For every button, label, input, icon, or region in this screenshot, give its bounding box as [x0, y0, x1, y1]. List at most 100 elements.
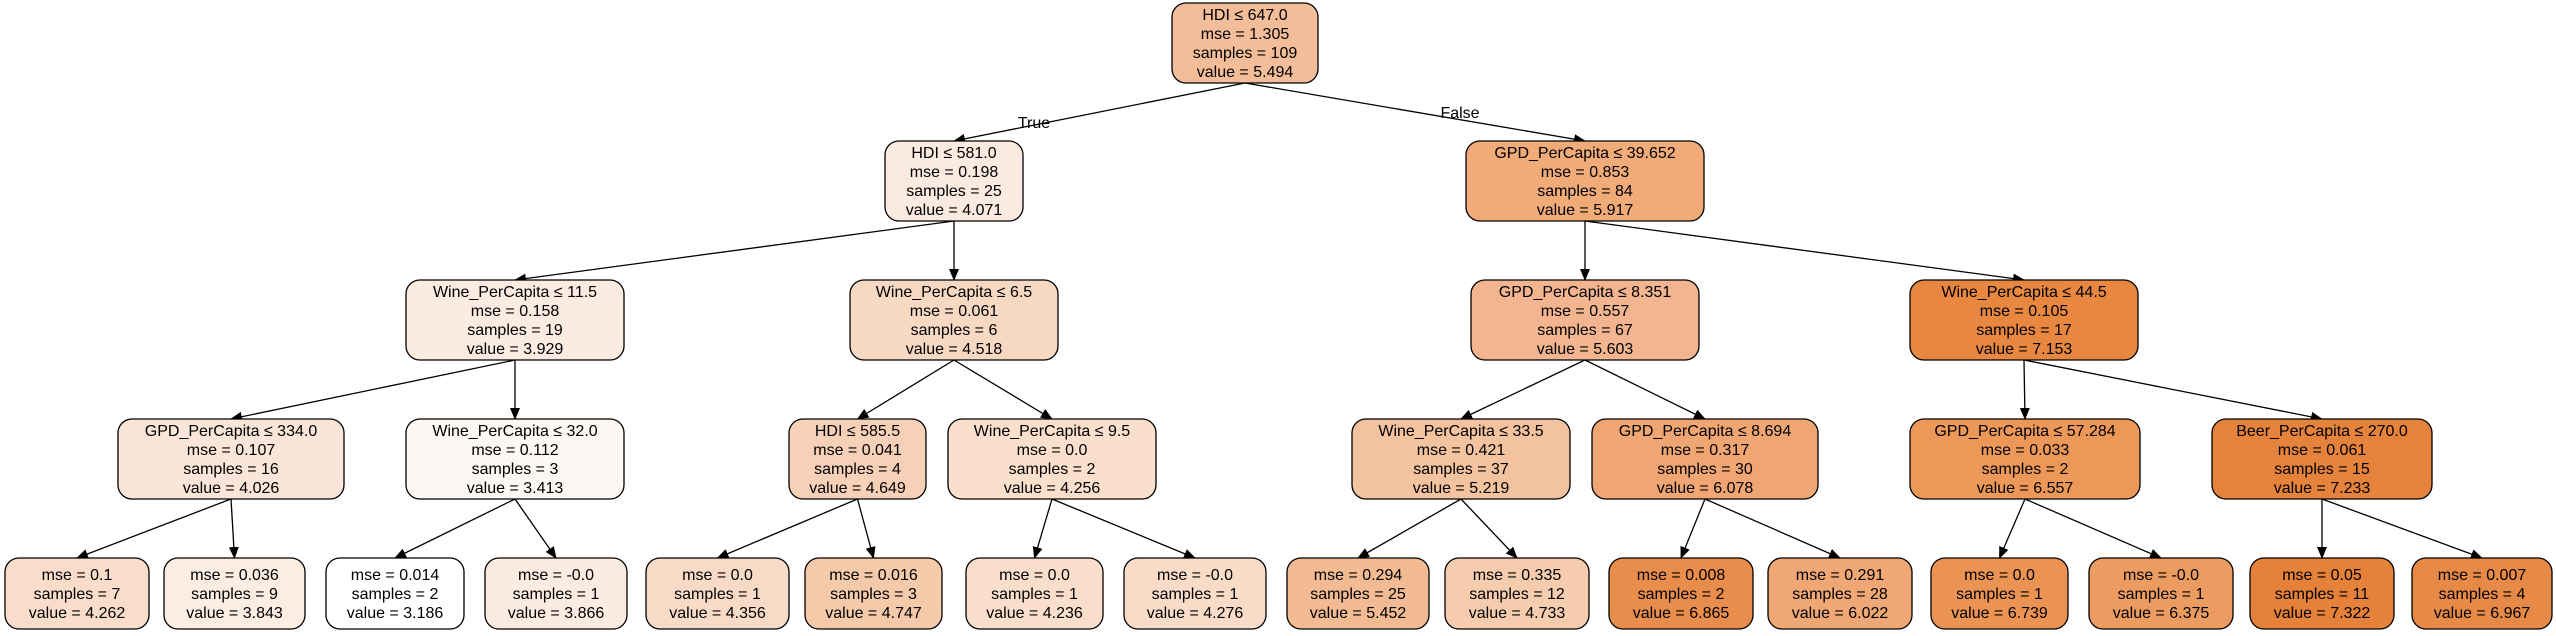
node-text-line: mse = -0.0 — [2123, 567, 2199, 584]
node-box — [405, 279, 625, 361]
node-box — [2088, 557, 2234, 630]
edge-arrow — [228, 498, 239, 559]
node-box — [1465, 140, 1705, 222]
node-text-line: value = 5.917 — [1537, 202, 1634, 219]
node-text-line: Wine_PerCapita ≤ 44.5 — [1941, 284, 2106, 301]
edge-n6-n14 — [2023, 359, 2323, 422]
node-text-line: samples = 30 — [1657, 461, 1753, 478]
node-box — [117, 418, 345, 500]
node-text-line: value = 6.865 — [1633, 605, 1730, 622]
node-text-line: samples = 3 — [472, 461, 559, 478]
node-text-line: samples = 2 — [1009, 461, 1096, 478]
node-text-line: value = 6.078 — [1657, 480, 1754, 497]
node-text-line: value = 4.518 — [906, 341, 1003, 358]
node-text-line: value = 3.866 — [508, 605, 605, 622]
edge-n11-n23 — [1357, 498, 1462, 559]
node-text-line: value = 6.022 — [1792, 605, 1889, 622]
node-text-line: samples = 67 — [1537, 322, 1633, 339]
node-text-line: mse = 0.008 — [1637, 567, 1726, 584]
node-text-line: value = 6.375 — [2113, 605, 2210, 622]
node-text-line: samples = 1 — [1152, 586, 1239, 603]
edge-n10-n22 — [1051, 498, 1196, 559]
edge-arrow — [856, 498, 876, 559]
edge-arrow — [716, 498, 858, 559]
node-text-line: value = 4.236 — [986, 605, 1083, 622]
edge-arrow — [2321, 498, 2483, 559]
node-text-line: mse = 0.041 — [813, 442, 902, 459]
node-box — [1444, 557, 1590, 630]
edge-n2-n6 — [1584, 220, 2025, 284]
edge-arrow — [1357, 498, 1462, 559]
edge-n0-n2: False — [1244, 82, 1586, 145]
node-text-line: mse = 0.061 — [2278, 442, 2367, 459]
node-text-line: value = 5.603 — [1537, 341, 1634, 358]
edge-n12-n25 — [1680, 498, 1706, 559]
node-box — [804, 557, 943, 630]
node-text-line: mse = 0.335 — [1473, 567, 1562, 584]
edge-n8-n17 — [394, 498, 516, 559]
node-box — [1767, 557, 1913, 630]
edge-n4-n9 — [856, 359, 955, 420]
edge-n12-n26 — [1704, 498, 1841, 559]
node-box — [788, 418, 927, 500]
node-text-line: mse = 0.036 — [190, 567, 279, 584]
node-text-line: value = 6.739 — [1951, 605, 2048, 622]
node-text-line: value = 3.843 — [186, 605, 283, 622]
edge-arrow — [76, 498, 232, 559]
node-box — [163, 557, 306, 630]
node-text-line: mse = 0.016 — [829, 567, 918, 584]
node-text-line: value = 7.322 — [2274, 605, 2371, 622]
node-text-line: Wine_PerCapita ≤ 6.5 — [876, 284, 1033, 301]
node-box — [1470, 279, 1700, 361]
node-box — [2411, 557, 2553, 630]
node-text-line: samples = 1 — [1956, 586, 2043, 603]
edge-n14-n30 — [2321, 498, 2483, 559]
node-text-line: samples = 4 — [2439, 586, 2526, 603]
node-text-line: mse = 0.0 — [1964, 567, 2035, 584]
edge-n7-n16 — [228, 498, 239, 559]
node-text-line: value = 4.026 — [183, 480, 280, 497]
node-text-line: value = 3.186 — [347, 605, 444, 622]
node-text-line: GPD_PerCapita ≤ 8.694 — [1619, 423, 1792, 440]
edge-n9-n19 — [716, 498, 858, 559]
node-text-line: samples = 1 — [2118, 586, 2205, 603]
node-text-line: mse = 0.007 — [2438, 567, 2527, 584]
node-box — [884, 140, 1024, 222]
edge-n1-n3 — [514, 220, 955, 284]
node-text-line: value = 5.494 — [1197, 64, 1294, 81]
node-text-line: value = 4.262 — [29, 605, 126, 622]
node-box — [1286, 557, 1430, 630]
leaf-node-n27: mse = 0.0 samples = 1 value = 6.739 — [1930, 557, 2069, 630]
edge-n13-n27 — [1998, 498, 2026, 559]
edge-arrow — [1998, 498, 2026, 559]
node-box — [1909, 279, 2139, 361]
node-text-line: mse = 1.305 — [1201, 26, 1290, 43]
node-text-line: mse = 0.033 — [1981, 442, 2070, 459]
node-text-line: mse = 0.1 — [42, 567, 113, 584]
edge-n8-n18 — [514, 498, 557, 559]
node-text-line: mse = 0.112 — [471, 442, 558, 459]
node-box — [1930, 557, 2069, 630]
node-text-line: HDI ≤ 585.5 — [815, 423, 900, 440]
node-text-line: samples = 1 — [513, 586, 600, 603]
node-box — [4, 557, 150, 630]
edge-arrow — [514, 220, 955, 284]
edge-arrow — [1704, 498, 1841, 559]
node-text-line: mse = 0.105 — [1980, 303, 2069, 320]
node-box — [1351, 418, 1571, 500]
node-text-line: HDI ≤ 647.0 — [1202, 7, 1287, 24]
node-text-line: samples = 9 — [191, 586, 278, 603]
node-text-line: mse = 0.0 — [999, 567, 1070, 584]
